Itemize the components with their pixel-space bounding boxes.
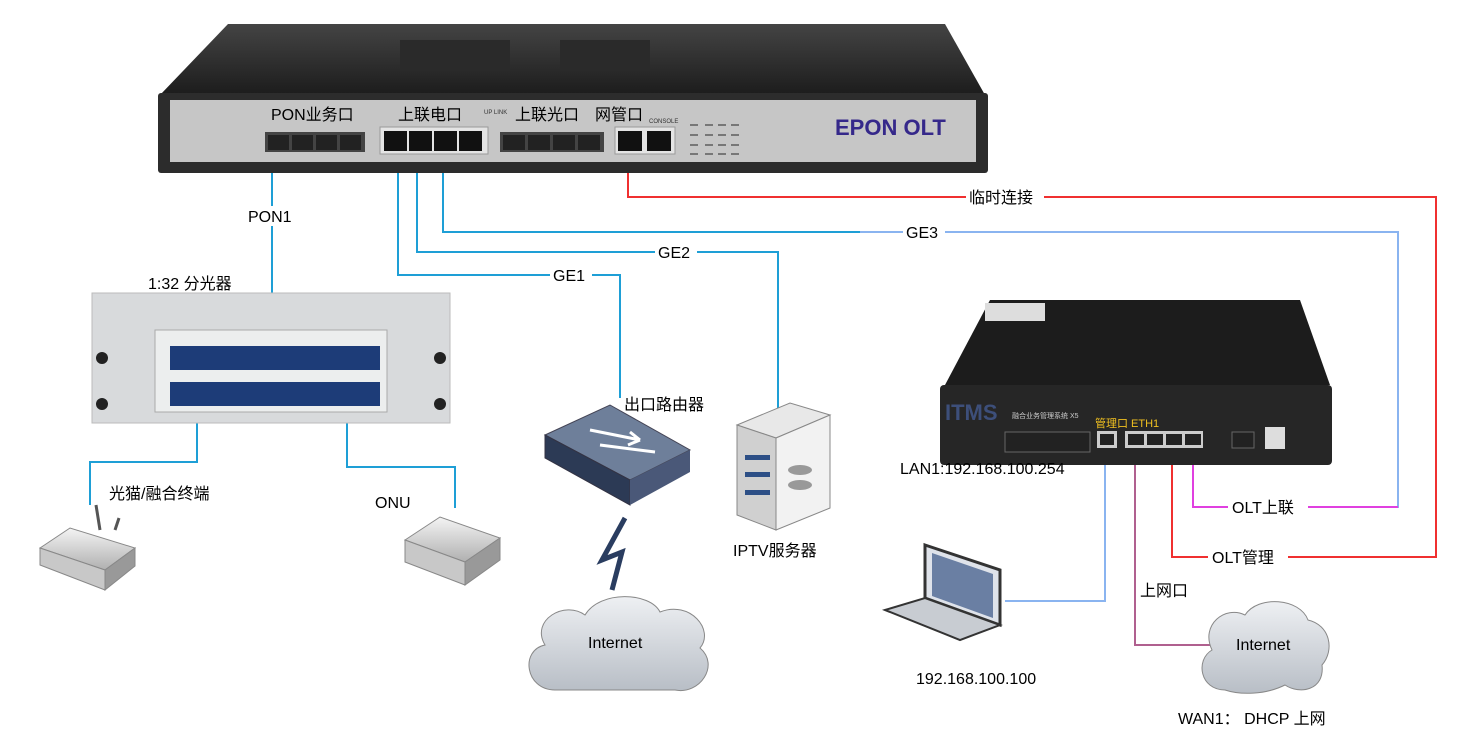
ge1-line (397, 148, 621, 398)
onu-label: ONU (375, 495, 411, 512)
olt-mgmt-console-ports (614, 126, 676, 155)
ge3-line (442, 148, 860, 233)
wan-port-line (1134, 445, 1212, 646)
olt-pon-port-label: PON业务口 (271, 106, 354, 124)
router-label: 出口路由器 (624, 396, 704, 414)
olt-sfp-uplink-ports (500, 132, 604, 152)
ont-label: 光猫/融合终端 (109, 485, 209, 503)
itms-device: ITMS 融合业务管理系统 X5 管理口 ETH1 LAN1:192.168.1… (900, 300, 1332, 478)
itms-logo: ITMS (945, 400, 998, 425)
iptv-server-label: IPTV服务器 (733, 542, 817, 560)
pon1-label: PON1 (248, 209, 292, 226)
olt-uplink-label: OLT上联 (1232, 499, 1294, 517)
optical-splitter: 1:32 分光器 (91, 275, 451, 424)
olt-mgmt-label: OLT管理 (1212, 549, 1274, 567)
ge3-label: GE3 (906, 225, 938, 242)
internet-right-label: Internet (1236, 637, 1291, 654)
egress-router: 出口路由器 (543, 396, 704, 506)
olt-console-label: CONSOLE (649, 119, 678, 125)
lightning-icon (596, 516, 628, 591)
ge2-label: GE2 (658, 245, 690, 262)
onu-device: ONU (375, 495, 502, 586)
mgmt-laptop-line (1005, 440, 1106, 602)
iptv-server: IPTV服务器 (733, 402, 832, 560)
internet-left-label: Internet (588, 635, 643, 652)
ont-device: 光猫/融合终端 (38, 485, 209, 592)
connection-labels: PON1 GE1 GE2 GE3 临时连接 OLT上联 OLT管理 上网口 (245, 187, 1308, 600)
temp-connection-line (627, 148, 1437, 558)
olt-uplink-line (1192, 445, 1398, 508)
olt-status-leds (690, 124, 739, 155)
wan1-label: WAN1： DHCP 上网 (1178, 710, 1326, 728)
temp-connection-label: 临时连接 (969, 189, 1033, 207)
wan-port-label: 上网口 (1140, 582, 1188, 600)
itms-mgmt-port-label: 管理口 ETH1 (1095, 416, 1159, 430)
olt-uplink-electric-label: 上联电口 (398, 106, 462, 124)
splitter-ports (170, 346, 380, 406)
splitter-label: 1:32 分光器 (148, 275, 232, 293)
laptop: 192.168.100.100 (881, 542, 1036, 688)
laptop-ip-label: 192.168.100.100 (916, 671, 1036, 688)
internet-cloud-right: Internet WAN1： DHCP 上网 (1178, 601, 1330, 728)
connection-lines (89, 148, 1437, 646)
olt-mgmt-port-label: 网管口 (595, 106, 643, 124)
itms-title: 融合业务管理系统 X5 (1012, 411, 1079, 420)
splitter-ont-line (89, 423, 198, 505)
ge1-label: GE1 (553, 268, 585, 285)
epon-olt-device: PON业务口 上联电口 UP LINK 上联光口 网管口 CONSOLE EPO… (158, 24, 988, 173)
olt-brand-label: EPON OLT (835, 115, 946, 140)
internet-cloud-left: Internet (528, 596, 709, 691)
splitter-onu-line (346, 423, 456, 508)
lan1-label: LAN1:192.168.100.254 (900, 461, 1065, 478)
olt-pon-ports (265, 132, 365, 152)
olt-uplink-small-label: UP LINK (484, 110, 507, 116)
olt-rj45-ports (379, 126, 489, 155)
ge2-line (416, 148, 779, 408)
olt-uplink-optical-label: 上联光口 (515, 106, 579, 124)
